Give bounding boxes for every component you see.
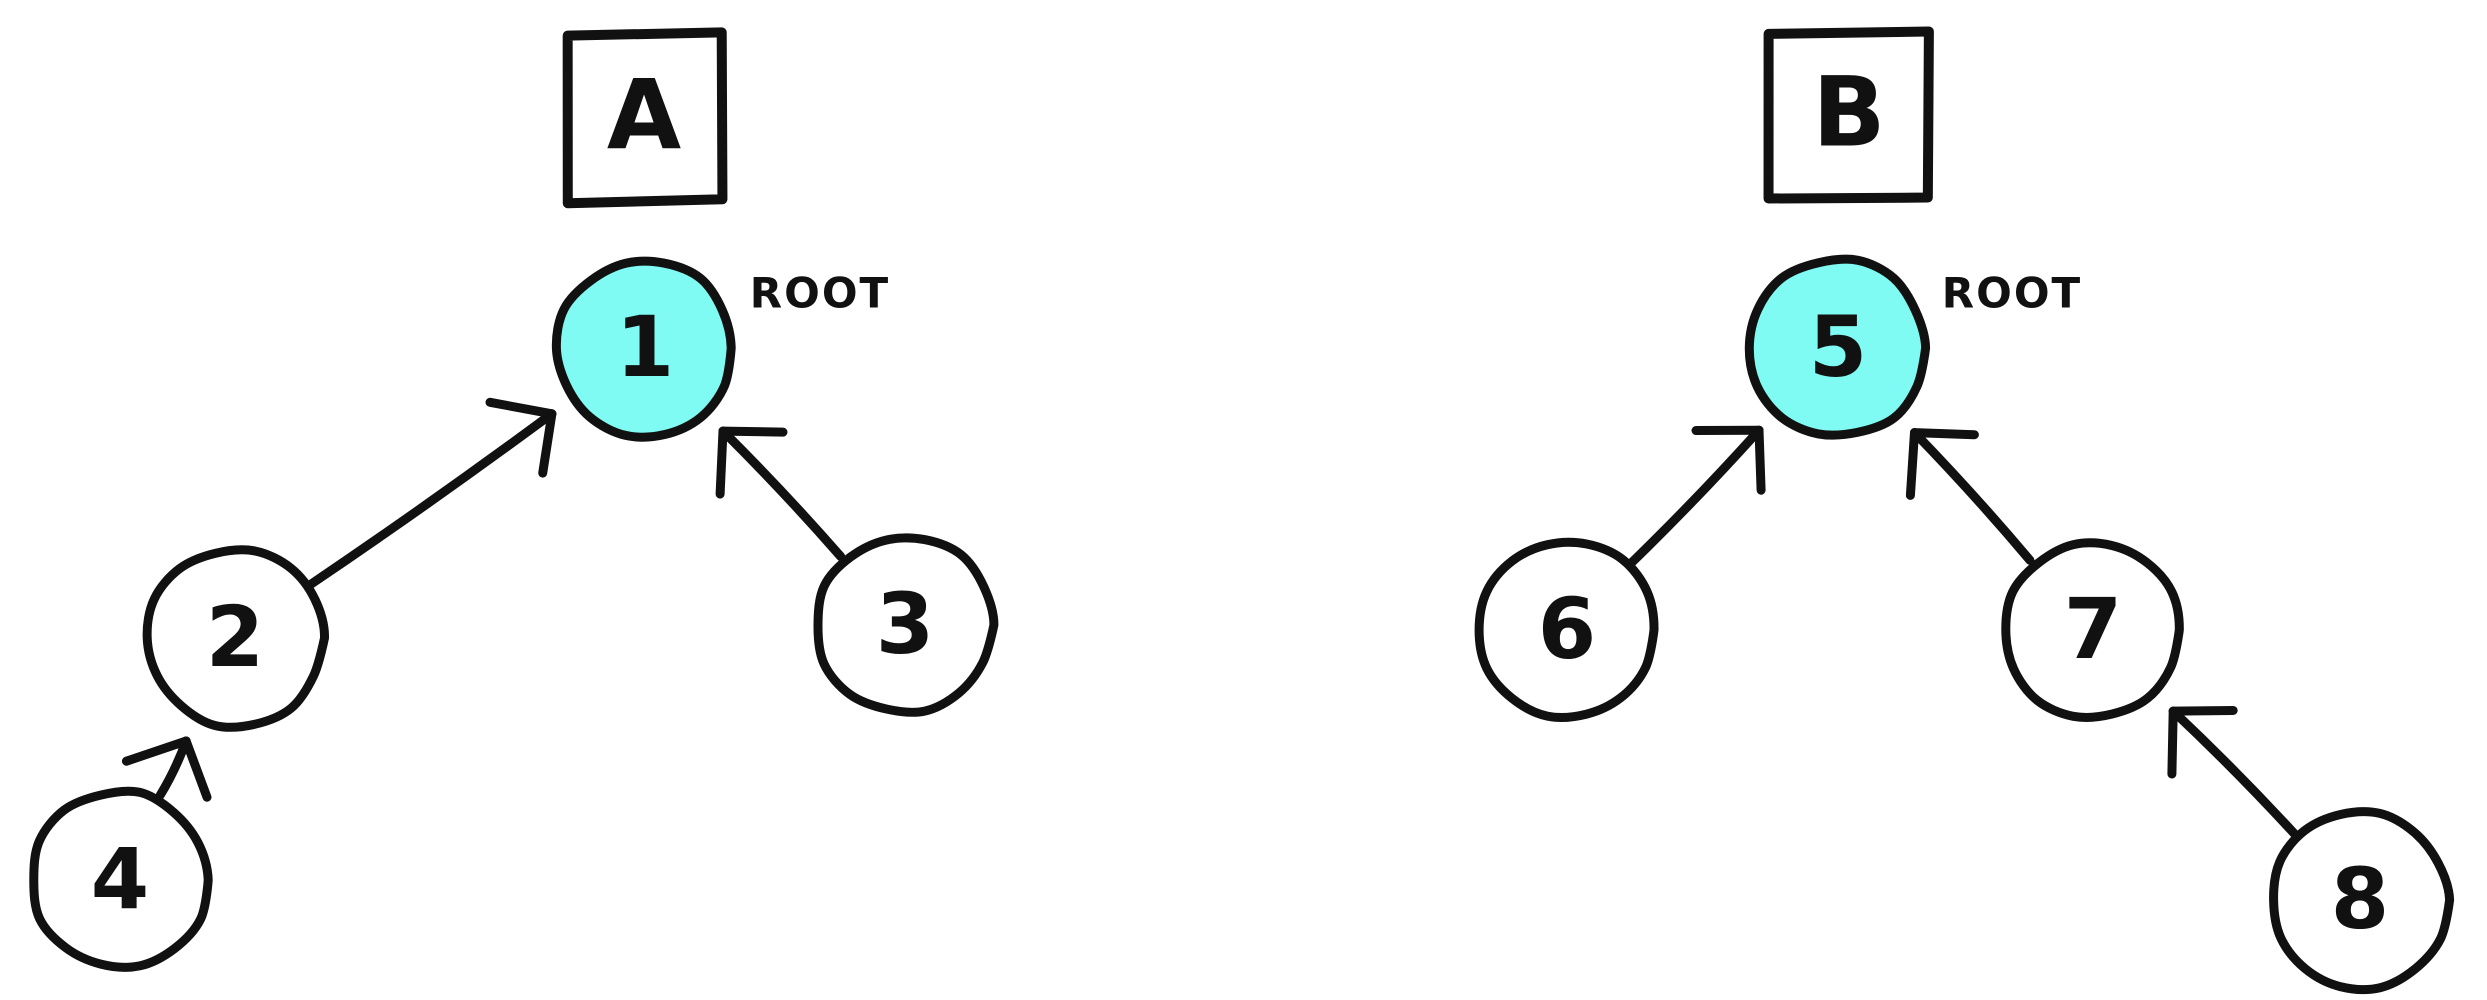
node-8[interactable]: 8 [2269,807,2455,994]
node-circle[interactable] [29,786,213,972]
edge-n4-to-n2 [121,736,212,802]
edge-arrowhead-stroke [718,426,788,437]
edge-arrowhead-stroke [538,409,557,478]
node-label: 6 [1538,580,1596,678]
edge-n6-to-n5 [1627,425,1766,567]
edge-n2-to-n1 [307,397,557,589]
panel-box-outline [1763,26,1934,204]
root-annotation-label: ROOT [1942,269,2082,318]
node-label: 8 [2331,850,2389,948]
node-circle[interactable] [142,545,330,732]
node-label: 5 [1809,298,1867,396]
node-1[interactable]: 1 [551,256,736,442]
edge-arrowhead-stroke [2168,706,2238,716]
node-circle[interactable] [813,533,999,717]
edge-line [307,409,557,589]
node-5[interactable]: 5 [1744,254,1931,440]
node-4[interactable]: 4 [29,786,213,972]
node-6[interactable]: 6 [1474,537,1659,722]
edge-arrowhead-stroke [715,426,728,499]
node-7[interactable]: 7 [2001,538,2184,722]
node-label: 4 [91,830,149,928]
edge-line [718,426,846,561]
node-label: 2 [206,588,264,686]
edge-arrowhead-stroke [2167,706,2178,779]
edge-line [2168,706,2299,838]
edge-arrowhead-stroke [1754,425,1766,495]
edge-arrowhead-stroke [121,736,191,766]
diagram-group-a: A 1 2 3 4 ROOT [29,27,999,972]
node-circle[interactable] [1744,254,1931,440]
edge-n8-to-n7 [2167,706,2299,838]
node-3[interactable]: 3 [813,533,999,717]
edge-n7-to-n5 [1905,428,2035,565]
edge-arrowhead-stroke [485,397,557,419]
edge-arrowhead-stroke [181,736,212,802]
node-circle[interactable] [1474,537,1659,722]
panel-box-label: A [607,59,681,171]
edge-n3-to-n1 [715,426,846,561]
panel-box-b: B [1763,26,1934,204]
node-label: 7 [2064,580,2122,678]
node-2[interactable]: 2 [142,545,330,732]
node-circle[interactable] [2001,538,2184,722]
edge-line [1910,428,2035,565]
panel-box-a: A [562,27,728,209]
node-circle[interactable] [2269,807,2455,994]
node-circle[interactable] [551,256,736,442]
edge-arrowhead-stroke [1910,428,1979,440]
edge-line [1627,425,1764,567]
edge-arrowhead-stroke [1905,428,1919,500]
node-label: 1 [616,298,674,396]
panel-box-outline [562,27,728,209]
diagram-group-b: B 5 6 7 8 ROOT [1474,26,2455,994]
node-label: 3 [876,575,934,673]
panel-box-label: B [1812,56,1885,168]
root-annotation-label: ROOT [750,269,890,318]
